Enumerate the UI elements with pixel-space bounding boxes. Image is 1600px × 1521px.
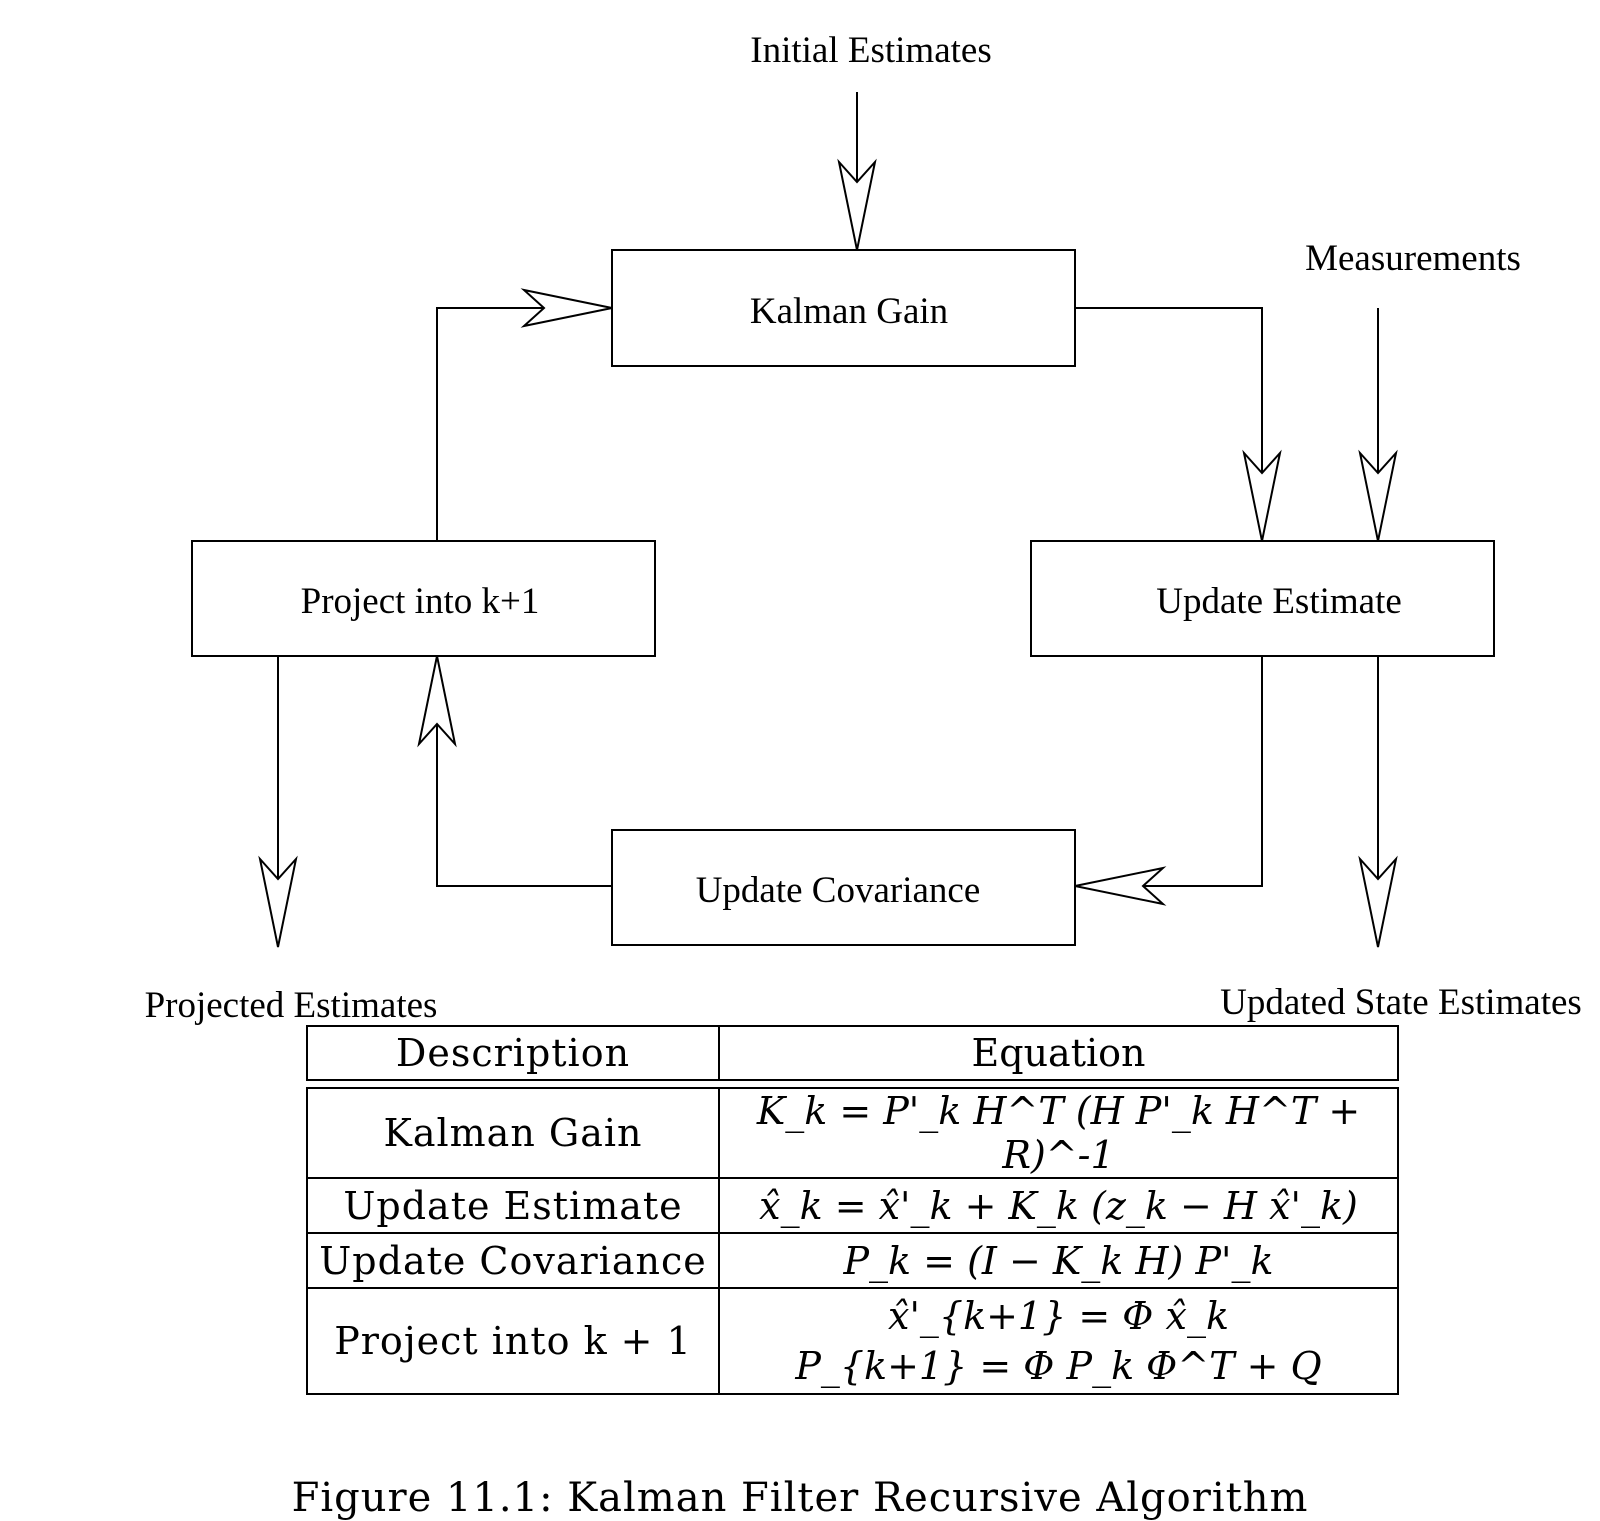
arrowhead-down-icon	[258, 855, 298, 948]
equation-text: K_k = P'_k H^T (H P'_k H^T + R)^-1	[756, 1089, 1361, 1177]
row-description: Project into k + 1	[306, 1287, 720, 1395]
arrowhead-right-icon	[520, 288, 613, 328]
project-box	[191, 540, 656, 657]
arrow-kalman-to-update-estimate	[1075, 307, 1263, 541]
arrow-covariance-to-project	[436, 656, 612, 887]
measurements-label: Measurements	[1305, 238, 1521, 279]
row-description: Update Estimate	[306, 1177, 720, 1234]
arrowhead-up-icon	[417, 655, 457, 748]
arrow-update-estimate-to-covariance	[1075, 656, 1263, 887]
table-row: Project into k + 1 x̂'_{k+1} = Φ x̂_k P_…	[306, 1287, 1399, 1395]
projected-estimates-label: Projected Estimates	[145, 985, 438, 1025]
arrowhead-down-icon	[1358, 449, 1398, 542]
connector-lines	[277, 92, 1379, 947]
row-equation: K_k = P'_k H^T (H P'_k H^T + R)^-1	[718, 1087, 1399, 1179]
flow-diagram: Kalman Gain Project into k+1 Update Esti…	[145, 30, 1582, 1025]
update-covariance-box	[611, 829, 1076, 946]
arrowhead-down-icon	[837, 158, 877, 251]
arrowheads	[258, 158, 1398, 948]
equation-text: x̂_k = x̂'_k + K_k (z_k − H x̂'_k)	[759, 1183, 1358, 1228]
row-equation: x̂_k = x̂'_k + K_k (z_k − H x̂'_k)	[718, 1177, 1399, 1234]
arrow-project-to-kalman	[436, 307, 612, 541]
header-equation: Equation	[718, 1025, 1399, 1081]
arrowhead-left-icon	[1074, 866, 1167, 906]
header-separator	[307, 1079, 1398, 1089]
updated-state-estimates-label: Updated State Estimates	[1220, 982, 1582, 1023]
equation-text: x̂'_{k+1} = Φ x̂_k	[888, 1294, 1229, 1338]
arrowhead-down-icon	[1358, 855, 1398, 948]
table-row: Kalman Gain K_k = P'_k H^T (H P'_k H^T +…	[306, 1087, 1399, 1179]
row-equation: x̂'_{k+1} = Φ x̂_k P_{k+1} = Φ P_k Φ^T +…	[718, 1287, 1399, 1395]
initial-estimates-label: Initial Estimates	[750, 30, 991, 71]
row-description: Kalman Gain	[306, 1087, 720, 1179]
kalman-gain-box	[611, 249, 1076, 367]
header-description: Description	[306, 1025, 720, 1081]
arrowhead-down-icon	[1242, 449, 1282, 542]
update-covariance-label: Update Covariance	[696, 870, 981, 911]
row-description: Update Covariance	[306, 1232, 720, 1289]
equation-table: Description Equation Kalman Gain K_k = P…	[306, 1025, 1399, 1395]
update-estimate-box	[1030, 540, 1495, 657]
row-equation: P_k = (I − K_k H) P'_k	[718, 1232, 1399, 1289]
kalman-gain-label: Kalman Gain	[750, 291, 948, 332]
process-boxes	[191, 249, 1495, 946]
figure-caption: Figure 11.1: Kalman Filter Recursive Alg…	[291, 1475, 1309, 1521]
equation-text: P_k = (I − K_k H) P'_k	[843, 1238, 1274, 1283]
update-estimate-label: Update Estimate	[1156, 581, 1402, 622]
project-label: Project into k+1	[301, 581, 540, 622]
table-header-row: Description Equation	[306, 1025, 1399, 1081]
equation-text: P_{k+1} = Φ P_k Φ^T + Q	[795, 1344, 1322, 1388]
table-row: Update Covariance P_k = (I − K_k H) P'_k	[306, 1232, 1399, 1289]
table-row: Update Estimate x̂_k = x̂'_k + K_k (z_k …	[306, 1177, 1399, 1234]
